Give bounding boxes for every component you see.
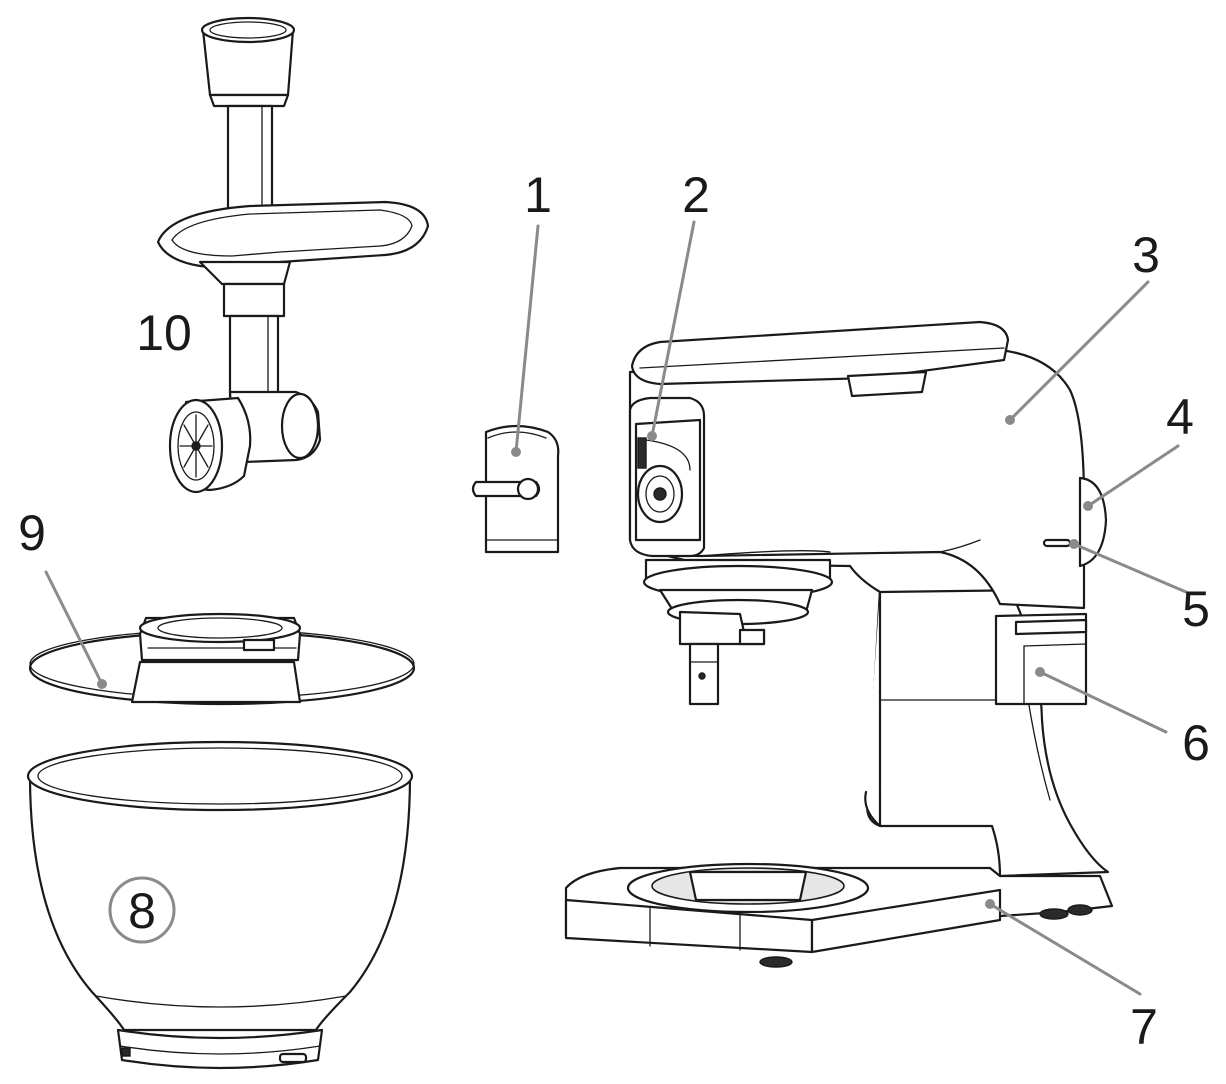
mixer-head (628, 320, 1108, 610)
callout-4: 4 (1166, 389, 1194, 445)
meat-grinder-attachment (156, 16, 430, 494)
callout-8: 8 (128, 883, 156, 939)
mixer-base (564, 862, 1114, 968)
bowl-number-circle (108, 876, 176, 944)
callout-10: 10 (136, 305, 192, 361)
callout-3: 3 (1132, 227, 1160, 283)
mixing-bowl (26, 740, 414, 1070)
mixer-column (864, 588, 1110, 878)
callout-9: 9 (18, 505, 46, 561)
mixer-drive-outlet (642, 558, 834, 706)
callout-1: 1 (524, 167, 552, 223)
callout-leaders (44, 220, 1188, 996)
callout-7: 7 (1130, 999, 1158, 1055)
splash-guard (28, 612, 416, 706)
callout-2: 2 (682, 167, 710, 223)
callout-numbers: 1 2 3 4 5 6 7 8 9 10 (18, 167, 1210, 1055)
callout-6: 6 (1182, 715, 1210, 771)
callout-5: 5 (1182, 581, 1210, 637)
attachment-cover (471, 424, 560, 554)
